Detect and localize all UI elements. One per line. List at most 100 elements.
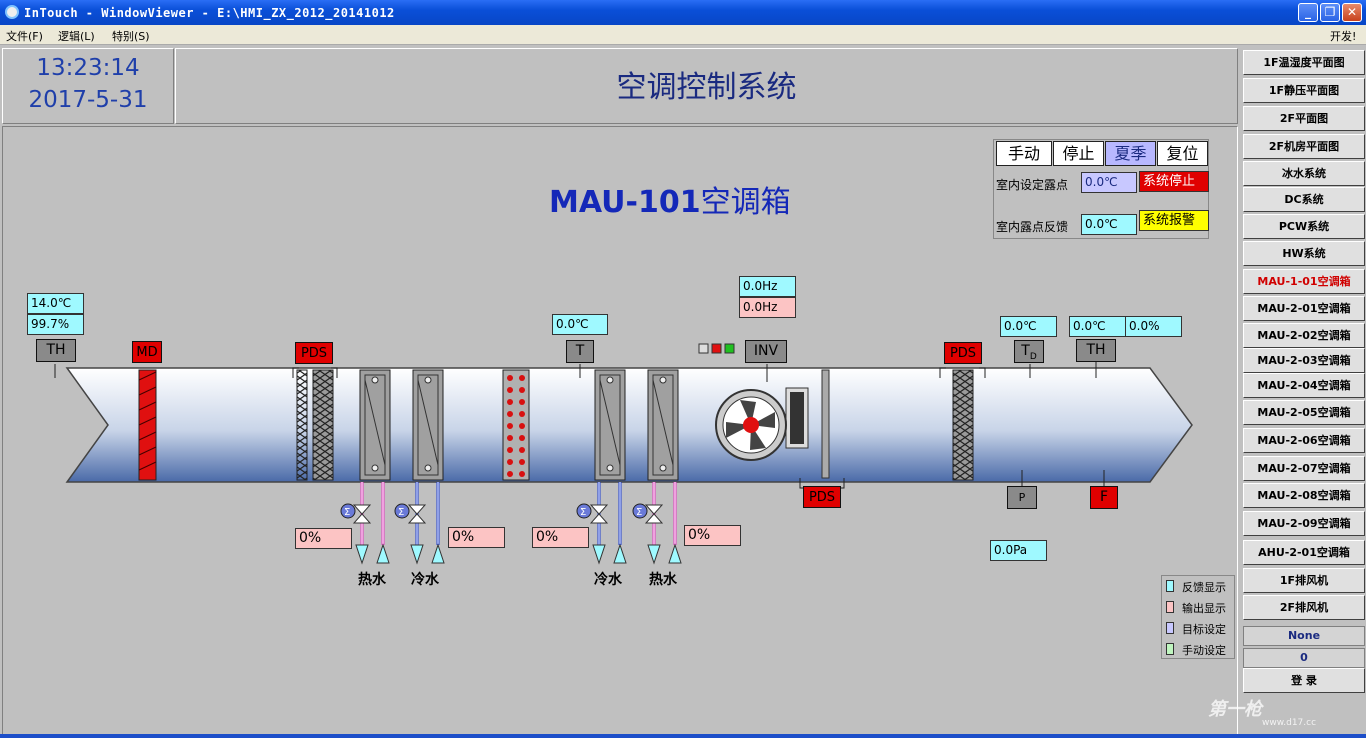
- nav-mau-2-09[interactable]: MAU-2-09空调箱: [1243, 511, 1365, 536]
- electric-heater: [502, 369, 530, 481]
- md-damper-tag[interactable]: MD: [132, 341, 162, 363]
- nav-dc-system[interactable]: DC系统: [1243, 187, 1365, 212]
- pipe-cold-water-2: Σ: [576, 482, 627, 565]
- valve-hot-2-output[interactable]: 0%: [684, 525, 741, 546]
- page-title: 空调控制系统: [175, 48, 1238, 124]
- inlet-th-sensor[interactable]: TH: [36, 339, 76, 362]
- nav-panel: 1F温湿度平面图 1F静压平面图 2F平面图 2F机房平面图 冰水系统 DC系统…: [1240, 48, 1366, 734]
- svg-text:Σ: Σ: [398, 507, 404, 518]
- final-filter: [939, 367, 986, 481]
- nav-mau-2-03[interactable]: MAU-2-03空调箱: [1243, 348, 1365, 373]
- nav-2f-plan[interactable]: 2F平面图: [1243, 106, 1365, 131]
- nav-1f-temp-humidity[interactable]: 1F温湿度平面图: [1243, 50, 1365, 75]
- nav-mau-2-04[interactable]: MAU-2-04空调箱: [1243, 373, 1365, 398]
- inv-feedback-hz: 0.0Hz: [739, 276, 796, 297]
- unit-suffix: 空调箱: [700, 185, 791, 220]
- hot-water-label-1: 热水: [358, 572, 386, 588]
- manual-button[interactable]: 手动: [996, 141, 1052, 166]
- fan-separator: [821, 369, 830, 479]
- outlet-humidity-value: 0.0%: [1125, 316, 1182, 337]
- motor-damper: [138, 369, 157, 481]
- legend-swatch-manual: [1166, 643, 1174, 655]
- menu-bar: 文件(F) 逻辑(L) 特别(S) 开发!: [0, 25, 1366, 45]
- login-button[interactable]: 登 录: [1243, 668, 1365, 693]
- legend-swatch-feedback: [1166, 580, 1174, 592]
- inverter-tag[interactable]: INV: [745, 340, 787, 363]
- watermark-url: www.d17.cc: [1262, 718, 1317, 728]
- status-light-grey: [698, 343, 709, 354]
- legend-manual: 手动设定: [1182, 644, 1226, 657]
- menu-file[interactable]: 文件(F): [6, 30, 43, 43]
- nav-hw-system[interactable]: HW系统: [1243, 241, 1365, 266]
- nav-mau-2-05[interactable]: MAU-2-05空调箱: [1243, 400, 1365, 425]
- outlet-th-sensor[interactable]: TH: [1076, 339, 1116, 362]
- t-sensor[interactable]: T: [566, 340, 594, 363]
- app-icon: [5, 5, 19, 19]
- legend-swatch-output: [1166, 601, 1174, 613]
- clock-panel: 13:23:14 2017-5-31: [2, 48, 174, 124]
- stop-button[interactable]: 停止: [1053, 141, 1104, 166]
- nav-mau-2-01[interactable]: MAU-2-01空调箱: [1243, 296, 1365, 321]
- reset-button[interactable]: 复位: [1157, 141, 1208, 166]
- legend-target: 目标设定: [1182, 623, 1226, 636]
- nav-pcw-system[interactable]: PCW系统: [1243, 214, 1365, 239]
- svg-text:Σ: Σ: [580, 507, 586, 518]
- unit-name: MAU-101: [549, 185, 701, 220]
- pressure-value: 0.0Pa: [990, 540, 1047, 561]
- cold-water-label-1: 冷水: [411, 572, 439, 588]
- legend-swatch-target: [1166, 622, 1174, 634]
- inv-output-hz[interactable]: 0.0Hz: [739, 297, 796, 318]
- nav-mau-1-01[interactable]: MAU-1-01空调箱: [1243, 269, 1365, 294]
- setpoint-label: 室内设定露点: [996, 178, 1069, 192]
- nav-mau-2-07[interactable]: MAU-2-07空调箱: [1243, 456, 1365, 481]
- legend: 反馈显示 输出显示 目标设定 手动设定: [1161, 575, 1235, 659]
- pds-fan-tag[interactable]: PDS: [803, 486, 841, 508]
- system-stop-status: 系统停止: [1139, 171, 1209, 192]
- flow-switch-tag[interactable]: F: [1090, 486, 1118, 509]
- td-temp-value: 0.0℃: [1000, 316, 1057, 337]
- minimize-button[interactable]: _: [1298, 3, 1318, 22]
- pipe-hot-water-2: Σ: [632, 482, 682, 565]
- pipe-cold-water-1: Σ: [394, 482, 445, 565]
- nav-1f-static-pressure[interactable]: 1F静压平面图: [1243, 78, 1365, 103]
- current-user: None: [1243, 626, 1365, 646]
- hmi-canvas: MAU-101空调箱: [2, 126, 1238, 735]
- nav-mau-2-02[interactable]: MAU-2-02空调箱: [1243, 323, 1365, 348]
- sensor-stems: [54, 362, 1105, 489]
- nav-ahu-2-01[interactable]: AHU-2-01空调箱: [1243, 540, 1365, 565]
- nav-chilled-water[interactable]: 冰水系统: [1243, 161, 1365, 186]
- valve-cold-1-output[interactable]: 0%: [448, 527, 505, 548]
- clock-date: 2017-5-31: [28, 87, 148, 113]
- td-sensor-subscript: D: [1029, 351, 1037, 362]
- legend-feedback: 反馈显示: [1182, 581, 1226, 594]
- nav-mau-2-08[interactable]: MAU-2-08空调箱: [1243, 483, 1365, 508]
- summer-button[interactable]: 夏季: [1105, 141, 1156, 166]
- menu-logic[interactable]: 逻辑(L): [58, 30, 95, 43]
- nav-2f-exhaust-fan[interactable]: 2F排风机: [1243, 595, 1365, 620]
- nav-1f-exhaust-fan[interactable]: 1F排风机: [1243, 568, 1365, 593]
- svg-text:Σ: Σ: [636, 507, 642, 518]
- setpoint-input[interactable]: 0.0℃: [1081, 172, 1137, 193]
- outlet-temp-value: 0.0℃: [1069, 316, 1126, 337]
- access-level: 0: [1243, 648, 1365, 668]
- pressure-sensor[interactable]: P: [1007, 486, 1037, 509]
- feedback-value: 0.0℃: [1081, 214, 1137, 235]
- nav-2f-machine-room[interactable]: 2F机房平面图: [1243, 134, 1365, 159]
- td-sensor[interactable]: TD: [1014, 340, 1044, 363]
- pds-filter-1-tag[interactable]: PDS: [295, 342, 333, 364]
- title-bar: InTouch - WindowViewer - E:\HMI_ZX_2012_…: [0, 0, 1366, 25]
- nav-mau-2-06[interactable]: MAU-2-06空调箱: [1243, 428, 1365, 453]
- close-button[interactable]: ✕: [1342, 3, 1362, 22]
- pipe-hot-water-1: Σ: [340, 482, 390, 565]
- menu-special[interactable]: 特别(S): [112, 30, 150, 43]
- heating-coil-1: [359, 369, 391, 481]
- status-light-red: [711, 343, 722, 354]
- hot-water-label-2: 热水: [649, 572, 677, 588]
- pds-filter-2-tag[interactable]: PDS: [944, 342, 982, 364]
- system-alarm-status: 系统报警: [1139, 210, 1209, 231]
- cooling-coil-2: [594, 369, 626, 481]
- valve-hot-1-output[interactable]: 0%: [295, 528, 352, 549]
- menu-develop[interactable]: 开发!: [1330, 30, 1357, 43]
- valve-cold-2-output[interactable]: 0%: [532, 527, 589, 548]
- maximize-button[interactable]: ❐: [1320, 3, 1340, 22]
